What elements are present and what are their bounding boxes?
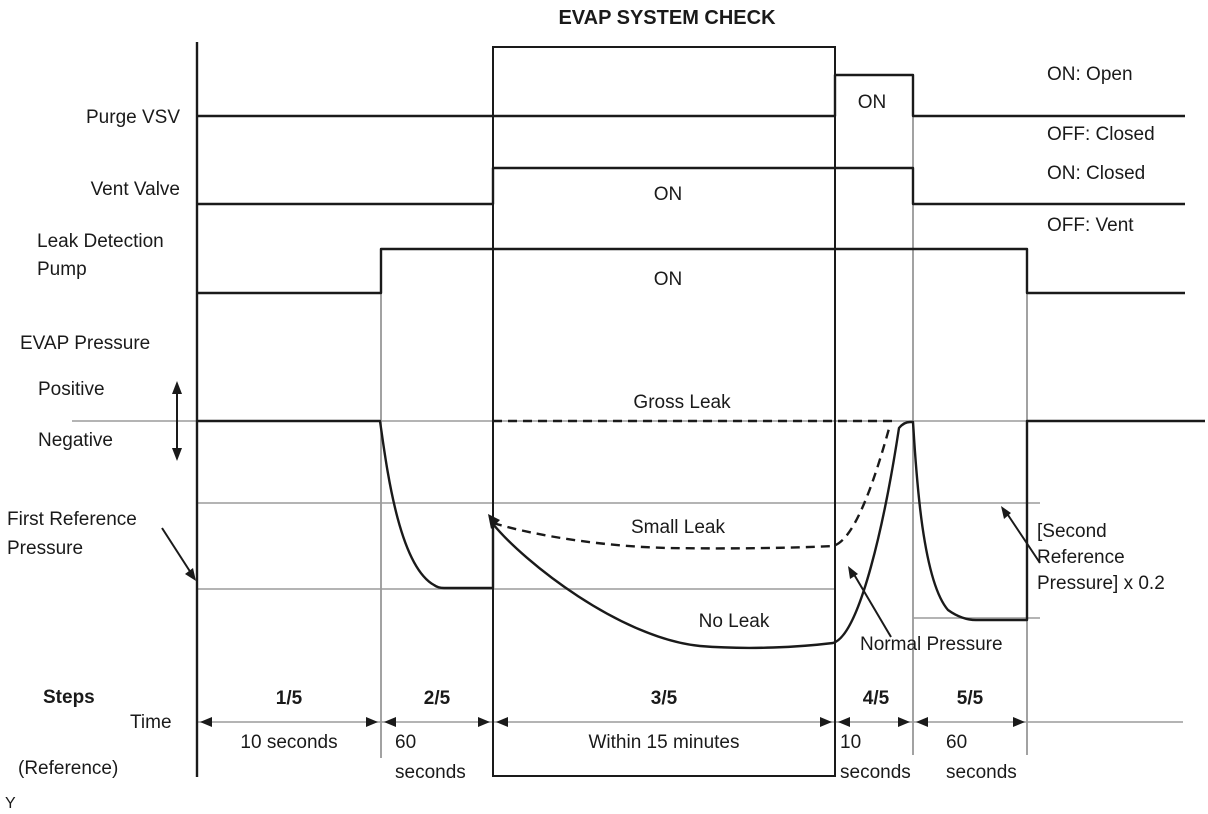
step-label-2: 2/5	[424, 688, 451, 709]
first-reference-arrowhead-icon	[185, 568, 196, 581]
time-value-2-line1: 60	[395, 732, 416, 753]
vent-off-legend: OFF: Vent	[1047, 215, 1134, 236]
purge-on-legend: ON: Open	[1047, 64, 1133, 85]
signal-traces	[197, 73, 1205, 650]
first-reference-label-line2: Pressure	[7, 538, 83, 559]
positive-arrowhead-icon	[172, 381, 182, 394]
negative-label: Negative	[38, 430, 113, 451]
time-value-5-line2: seconds	[946, 762, 1017, 783]
first-reference-label-line1: First Reference	[7, 509, 137, 530]
vent-valve-label: Vent Valve	[91, 179, 180, 200]
time-span-arrowheads	[200, 717, 1025, 727]
time-value-2-line2: seconds	[395, 762, 466, 783]
arrowhead-icon	[200, 717, 212, 727]
normal-pressure-arrowhead-icon	[848, 566, 858, 579]
step-label-3: 3/5	[651, 688, 678, 709]
step-label-5: 5/5	[957, 688, 984, 709]
second-reference-pointer-line	[1005, 511, 1041, 564]
purge-off-legend: OFF: Closed	[1047, 124, 1155, 145]
leak-detection-pump-label-line2: Pump	[37, 259, 87, 280]
second-reference-label-line2: Reference	[1037, 547, 1125, 568]
negative-arrowhead-icon	[172, 448, 182, 461]
time-value-4-line1: 10	[840, 732, 861, 753]
legend-labels: ON: Open OFF: Closed ON: Closed OFF: Ven…	[1047, 64, 1155, 236]
steps-header: Steps	[43, 687, 95, 708]
step3-box	[492, 46, 836, 777]
first-reference-pointer-line	[161, 527, 192, 574]
arrowhead-icon	[366, 717, 378, 727]
purge-vsv-label: Purge VSV	[86, 107, 180, 128]
vent-on-legend: ON: Closed	[1047, 163, 1145, 184]
curve-labels: Gross Leak Small Leak No Leak Normal Pre…	[631, 392, 1165, 655]
pump-on-label: ON	[654, 269, 683, 290]
gross-leak-label: Gross Leak	[633, 392, 731, 413]
vent-valve-on-label: ON	[654, 184, 683, 205]
step-label-4: 4/5	[863, 688, 890, 709]
second-reference-arrowhead-icon	[1001, 506, 1011, 519]
purge-vsv-on-label: ON	[858, 92, 887, 113]
time-header: Time	[130, 712, 172, 733]
arrowhead-icon	[820, 717, 832, 727]
normal-pressure-pointer-line	[851, 570, 892, 638]
time-value-5-line1: 60	[946, 732, 967, 753]
pressure-step-arrowhead-icon	[488, 514, 500, 529]
page-mark: Y	[5, 795, 16, 812]
second-reference-label-line1: [Second	[1037, 521, 1107, 542]
arrowhead-icon	[838, 717, 850, 727]
arrowhead-icon	[916, 717, 928, 727]
step-boundary-lines	[380, 75, 1028, 758]
no-leak-pressure-trace	[197, 419, 1205, 650]
normal-pressure-label: Normal Pressure	[860, 634, 1003, 655]
vent-valve-trace	[197, 166, 1185, 206]
diagram-title: EVAP SYSTEM CHECK	[558, 7, 776, 29]
evap-pressure-label: EVAP Pressure	[20, 333, 150, 354]
positive-label: Positive	[38, 379, 105, 400]
time-value-4-line2: seconds	[840, 762, 911, 783]
time-value-1: 10 seconds	[240, 732, 337, 753]
small-leak-label: Small Leak	[631, 517, 725, 538]
small-leak-pressure-trace	[492, 424, 892, 550]
row-labels: Purge VSV Vent Valve Leak Detection Pump…	[7, 107, 180, 559]
reference-header: (Reference)	[18, 758, 118, 779]
arrowhead-icon	[478, 717, 490, 727]
pointer-lines	[161, 392, 1041, 638]
arrowhead-icon	[384, 717, 396, 727]
arrowhead-icon	[898, 717, 910, 727]
leak-detection-pump-label-line1: Leak Detection	[37, 231, 164, 252]
leak-detection-pump-trace	[197, 247, 1185, 295]
time-value-3: Within 15 minutes	[588, 732, 739, 753]
frame-lines	[195, 42, 836, 777]
annotation-arrows	[161, 381, 1041, 638]
arrowhead-icon	[496, 717, 508, 727]
steps-row: Steps Time (Reference) 1/5 2/5 3/5 4/5 5…	[18, 687, 1017, 783]
no-leak-label: No Leak	[699, 611, 770, 632]
pulse-labels: ON ON ON	[654, 92, 887, 290]
arrowhead-icon	[1013, 717, 1025, 727]
purge-vsv-trace	[197, 73, 1185, 118]
pressure-reference-lines	[72, 420, 1205, 723]
step-label-1: 1/5	[276, 688, 303, 709]
second-reference-label-line3: Pressure] x 0.2	[1037, 573, 1165, 594]
